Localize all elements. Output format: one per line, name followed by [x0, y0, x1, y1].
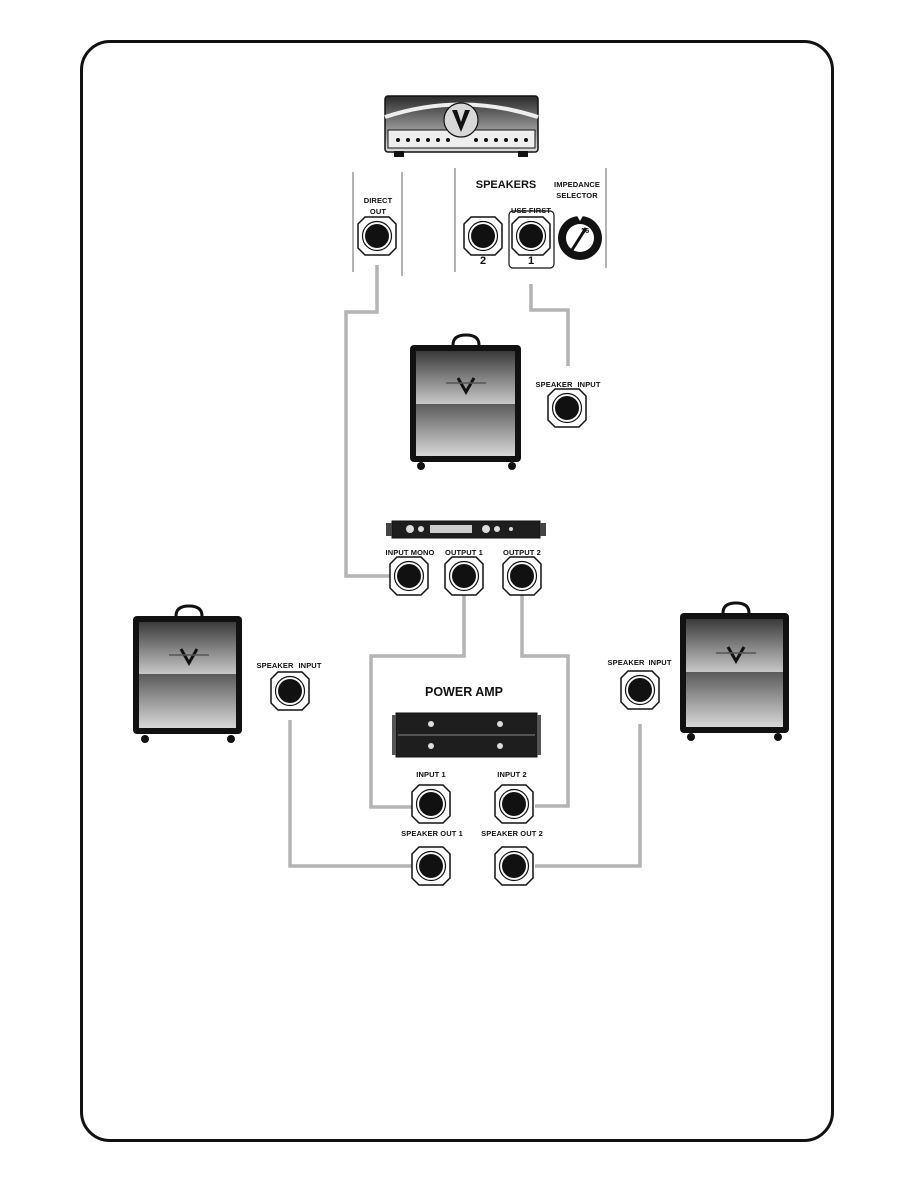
left-cabinet-input-jack [270, 671, 310, 711]
input-mono-label: INPUT MONO [385, 548, 435, 557]
v-logo-icon [443, 102, 479, 138]
impedance-knob-icon [558, 214, 602, 260]
right-cabinet-icon [680, 601, 789, 741]
right-cabinet-input-label: INPUT [648, 658, 672, 667]
speaker-jack-2-label: 2 [479, 255, 487, 267]
speaker-jack-1-label: 1 [527, 255, 535, 267]
output-1-label: OUTPUT 1 [445, 548, 483, 557]
direct-out-jack [357, 216, 397, 256]
use-first-label: USE FIRST [510, 206, 552, 215]
top-cabinet-icon [410, 333, 521, 470]
left-cabinet-icon [133, 604, 242, 743]
impedance-label-line1: IMPEDANCE [554, 180, 600, 189]
input-mono-jack [389, 556, 429, 596]
effects-unit-icon [386, 520, 546, 539]
power-amp-input-1-label: INPUT 1 [416, 770, 446, 779]
speaker-out-2-jack [494, 846, 534, 886]
speakers-panel [454, 168, 607, 272]
speaker-jack-1 [511, 216, 551, 256]
speakers-title: SPEAKERS [475, 179, 537, 191]
direct-out-label-line1: DIRECT [363, 196, 393, 205]
left-cabinet-speaker-label: SPEAKER [256, 661, 294, 670]
power-amp-icon [392, 712, 541, 758]
direct-out-label-line2: OUT [369, 207, 387, 216]
power-amp-title: POWER AMP [424, 685, 504, 699]
output-1-jack [444, 556, 484, 596]
power-amp-input-2-label: INPUT 2 [497, 770, 527, 779]
amp-head-icon [384, 95, 539, 157]
speaker-jack-2 [463, 216, 503, 256]
top-cabinet-speaker-label: SPEAKER [535, 380, 573, 389]
power-amp-input-2-jack [494, 784, 534, 824]
speaker-out-2-label: SPEAKER OUT 2 [481, 829, 543, 838]
output-2-label: OUTPUT 2 [503, 548, 541, 557]
speaker-out-1-label: SPEAKER OUT 1 [401, 829, 463, 838]
right-cabinet-input-jack [620, 670, 660, 710]
right-cabinet-speaker-label: SPEAKER [607, 658, 645, 667]
cable-output-1-to-input-1 [369, 594, 466, 809]
direct-out-panel [352, 172, 403, 276]
power-amp-input-1-jack [411, 784, 451, 824]
speaker-out-1-jack [411, 846, 451, 886]
cable-speaker-1-to-top-cabinet [529, 284, 570, 366]
impedance-label-line2: SELECTOR [556, 191, 598, 200]
cable-speaker-out-1-to-left-cabinet [288, 720, 416, 868]
cable-output-2-to-input-2 [520, 594, 570, 808]
cable-speaker-out-2-to-right-cabinet [535, 724, 642, 868]
page-border [80, 40, 834, 1142]
top-cabinet-input-label: INPUT [577, 380, 601, 389]
output-2-jack [502, 556, 542, 596]
cables [288, 265, 642, 868]
impedance-value: 16 [580, 226, 590, 235]
left-cabinet-input-label: INPUT [298, 661, 322, 670]
cable-direct-out-to-input-mono [344, 265, 390, 578]
top-cabinet-input-jack [547, 388, 587, 428]
